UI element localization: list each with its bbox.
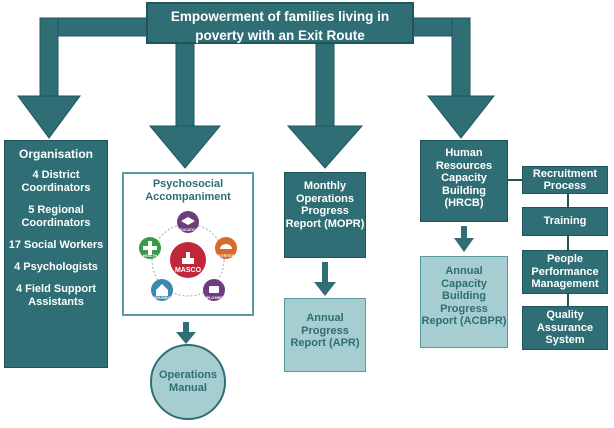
apr-label: Annual Progress Report (APR) (290, 312, 360, 349)
organisation-item: 4 District Coordinators (21, 169, 91, 194)
acbpr-box: Annual Capacity Building Progress Report… (420, 256, 508, 348)
housing-icon: HOUSING (151, 279, 173, 301)
title-text: Empowerment of families living in povert… (170, 9, 390, 43)
apr-box: Annual Progress Report (APR) (284, 298, 366, 372)
employment-icon: EMPLOYMENT (202, 279, 228, 301)
nutrition-icon: NUTRITION (215, 237, 237, 259)
hrcb-box: Human Resources Capacity Building (HRCB) (420, 140, 508, 222)
hrcb-label: Human Resources Capacity Building (HRCB) (435, 147, 493, 209)
education-icon: EDUCATION (177, 211, 199, 233)
organisation-item: 5 Regional Coordinators (21, 204, 91, 229)
training-box: Training (522, 207, 608, 236)
psychosocial-title: Psychosocial Accompaniment (145, 178, 231, 203)
masco-wheel: MASCO EDUCATION NUTRITION EMPLOYMENT HOU… (139, 211, 237, 301)
organisation-item: 4 Field Support Assistants (15, 283, 97, 308)
organisation-item: 17 Social Workers (8, 239, 104, 251)
masco-label: MASCO (175, 267, 202, 274)
organisation-item: 4 Psychologists (14, 261, 98, 273)
acbpr-label: Annual Capacity Building Progress Report… (421, 265, 507, 327)
organisation-box: Organisation 4 District Coordinators 5 R… (4, 140, 108, 368)
psychosocial-box: Psychosocial Accompaniment MASCO EDUCATI… (122, 172, 254, 316)
operations-manual-label: Operations Manual (158, 369, 218, 394)
mopr-label: Monthly Operations Progress Report (MOPR… (285, 180, 365, 230)
organisation-heading: Organisation (18, 147, 93, 161)
employment-label: EMPLOYMENT (202, 296, 228, 300)
recruitment-process-label: Recruitment Process (532, 167, 598, 193)
training-label: Training (543, 215, 587, 228)
housing-label: HOUSING (154, 296, 171, 300)
people-performance-management-box: People Performance Management (522, 250, 608, 294)
quality-assurance-system-label: Quality Assurance System (536, 309, 594, 347)
masco-icon: MASCO (170, 242, 206, 278)
quality-assurance-system-box: Quality Assurance System (522, 306, 608, 350)
title-box: Empowerment of families living in povert… (146, 2, 414, 44)
operations-manual-node: Operations Manual (150, 344, 226, 420)
health-icon: HEALTH (139, 237, 161, 259)
recruitment-process-box: Recruitment Process (522, 166, 608, 194)
education-label: EDUCATION (178, 228, 199, 232)
health-label: HEALTH (143, 254, 157, 258)
people-performance-management-label: People Performance Management (531, 253, 599, 291)
mopr-box: Monthly Operations Progress Report (MOPR… (284, 172, 366, 258)
nutrition-label: NUTRITION (216, 254, 236, 258)
